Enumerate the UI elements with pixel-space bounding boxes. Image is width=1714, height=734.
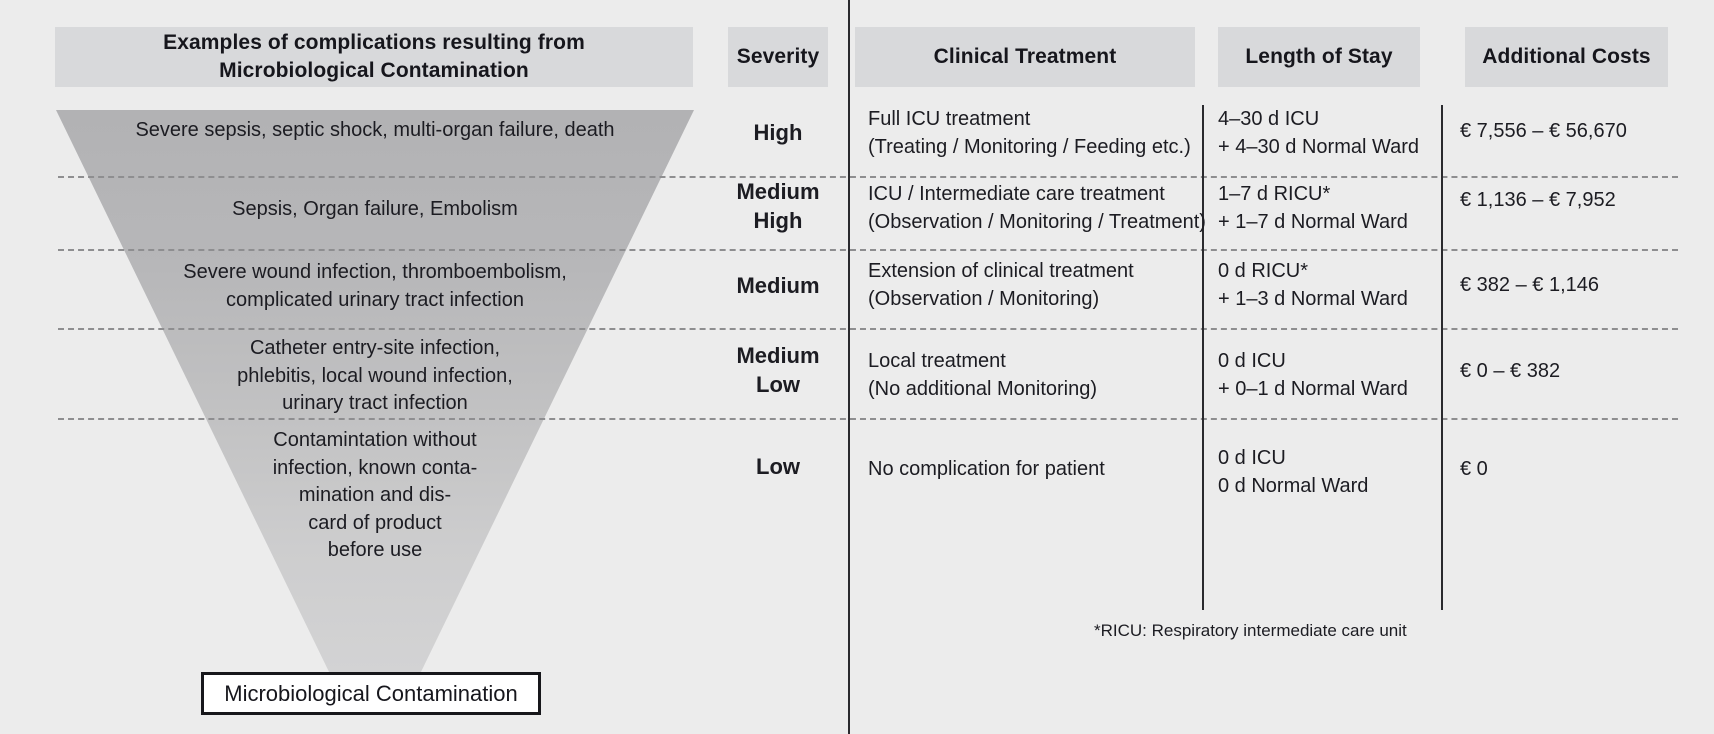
header-clinical-label: Clinical Treatment: [933, 45, 1117, 69]
clinical-line-1: No complication for patient: [868, 458, 1105, 480]
los-line-1: 1–7 d RICU*: [1218, 183, 1331, 205]
column-divider-severity: [848, 0, 850, 734]
column-divider-length-of-stay: [1202, 105, 1204, 610]
bottom-label-box: Microbiological Contamination: [201, 672, 541, 715]
header-severity-label: Severity: [736, 45, 820, 69]
cell-clinical-row1: Full ICU treatment (Treating / Monitorin…: [868, 106, 1191, 161]
cell-severity-row2: Medium High: [736, 179, 820, 233]
los-line-1: 0 d RICU*: [1218, 260, 1309, 282]
clinical-line-1: Full ICU treatment: [868, 108, 1031, 130]
cell-clinical-row3: Extension of clinical treatment (Observa…: [868, 258, 1188, 313]
header-additional-costs: Additional Costs: [1465, 27, 1668, 87]
clinical-line-2: (Observation / Monitoring): [868, 287, 1100, 310]
cell-severity-row5: Low: [756, 454, 800, 479]
cell-severity-row4: Medium Low: [736, 343, 820, 397]
clinical-line-1: ICU / Intermediate care treatment: [868, 183, 1165, 205]
los-line-2: + 4–30 d Normal Ward: [1218, 135, 1420, 158]
clinical-line-2: (Treating / Monitoring / Feeding etc.): [868, 135, 1191, 158]
cell-clinical-row5: No complication for patient: [868, 456, 1188, 484]
clinical-line-1: Extension of clinical treatment: [868, 260, 1134, 282]
los-line-1: 4–30 d ICU: [1218, 108, 1320, 130]
clinical-line-2: (Observation / Monitoring / Treatment): [868, 210, 1206, 233]
clinical-line-2: (No additional Monitoring): [868, 377, 1098, 400]
header-severity: Severity: [728, 27, 828, 87]
cell-examples-row5: Contamintation without infection, known …: [272, 429, 478, 562]
bottom-label-text: Microbiological Contamination: [224, 680, 518, 706]
cell-severity-row3: Medium: [736, 273, 820, 298]
header-examples-label: Examples of complications resulting from…: [163, 31, 585, 82]
los-line-2: 0 d Normal Ward: [1218, 474, 1369, 497]
header-length-label: Length of Stay: [1245, 45, 1393, 69]
los-line-1: 0 d ICU: [1218, 350, 1286, 372]
los-line-2: + 0–1 d Normal Ward: [1218, 377, 1408, 400]
cell-costs-row2: € 1,136 – € 7,952: [1460, 189, 1616, 211]
los-line-2: + 1–3 d Normal Ward: [1218, 287, 1408, 310]
cell-examples-row1: Severe sepsis, septic shock, multi-organ…: [135, 119, 615, 141]
header-clinical-treatment: Clinical Treatment: [855, 27, 1195, 87]
cell-severity-row1: High: [753, 120, 803, 145]
row-divider-3: [58, 328, 1678, 330]
cell-clinical-row2: ICU / Intermediate care treatment (Obser…: [868, 181, 1206, 236]
row-divider-2: [58, 249, 1678, 251]
cell-length-row3: 0 d RICU* + 1–3 d Normal Ward: [1218, 258, 1433, 313]
header-examples: Examples of complications resulting from…: [55, 27, 693, 87]
los-line-2: + 1–7 d Normal Ward: [1218, 210, 1408, 233]
cell-examples-row2: Sepsis, Organ failure, Embolism: [232, 198, 518, 220]
cell-length-row2: 1–7 d RICU* + 1–7 d Normal Ward: [1218, 181, 1433, 236]
cell-clinical-row4: Local treatment (No additional Monitorin…: [868, 348, 1188, 403]
cell-costs-row5: € 0: [1460, 458, 1488, 480]
cell-costs-row3: € 382 – € 1,146: [1460, 274, 1600, 296]
cell-costs-row4: € 0 – € 382: [1460, 360, 1561, 382]
cell-examples-row4: Catheter entry-site infection, phlebitis…: [237, 337, 513, 415]
cell-length-row4: 0 d ICU + 0–1 d Normal Ward: [1218, 348, 1433, 403]
clinical-line-1: Local treatment: [868, 350, 1006, 372]
los-line-1: 0 d ICU: [1218, 447, 1286, 469]
cell-costs-row1: € 7,556 – € 56,670: [1460, 120, 1627, 142]
header-length-of-stay: Length of Stay: [1218, 27, 1420, 87]
footnote-ricu: *RICU: Respiratory intermediate care uni…: [1094, 621, 1407, 640]
cell-length-row1: 4–30 d ICU + 4–30 d Normal Ward: [1218, 106, 1433, 161]
cell-examples-row3: Severe wound infection, thromboembolism,…: [183, 261, 567, 311]
row-divider-4: [58, 418, 1678, 420]
column-divider-additional-costs: [1441, 105, 1443, 610]
cell-length-row5: 0 d ICU 0 d Normal Ward: [1218, 445, 1433, 500]
row-divider-1: [58, 176, 1678, 178]
header-costs-label: Additional Costs: [1482, 45, 1651, 69]
